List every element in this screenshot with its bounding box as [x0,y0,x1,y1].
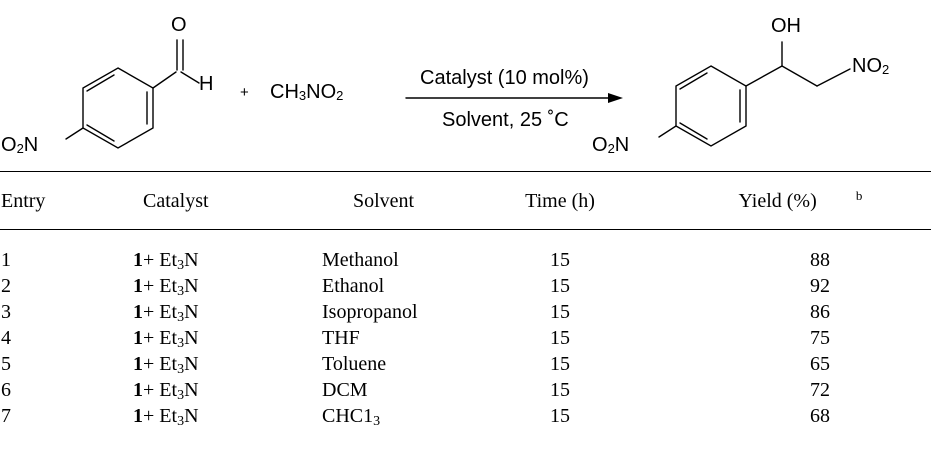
aldehyde-o-label: O [171,14,187,36]
row-2-solvent: Ethanol [322,275,385,297]
aldehyde-bond [152,71,177,89]
product-no2-bond [816,68,851,87]
reactant-nitro-label: O2N [1,134,39,156]
row-2-entry: 2 [1,275,11,297]
row-4-solvent: THF [322,327,360,349]
row-6-solvent: DCM [322,379,368,401]
row-4-entry: 4 [1,327,11,349]
reactant-benzene-ring [82,67,154,149]
row-1-entry: 1 [1,249,11,271]
row-6-catalyst: 1+ Et3N [133,379,199,403]
product-oh-label: OH [771,15,801,37]
aldehyde-h-bond [180,71,200,84]
scheme-bonds [65,39,851,149]
arrow-condition-solvent: Solvent, 25 ˚C [442,109,569,131]
product-nitro-bond [658,125,677,138]
product-sidechain-bond-2 [781,65,818,87]
product-benzene-ring [675,65,747,147]
row-6-entry: 6 [1,379,11,401]
table-header-rule [0,229,931,230]
optimization-table: Entry Catalyst Solvent Time (h) Yield (%… [0,170,933,453]
row-1-solvent: Methanol [322,249,399,271]
row-2-catalyst: 1+ Et3N [133,275,199,299]
plus-sign: + [240,84,249,101]
row-4-catalyst: 1+ Et3N [133,327,199,351]
product-nitro-label: O2N [592,134,630,156]
row-3-entry: 3 [1,301,11,323]
row-5-solvent: Toluene [322,353,387,375]
row-1-catalyst: 1+ Et3N [133,249,199,273]
table-top-rule [0,171,931,172]
product-sidechain-bond-1 [745,65,783,87]
nitromethane-label: CH3NO2 [270,81,344,103]
row-5-entry: 5 [1,353,11,375]
header-catalyst: Catalyst [143,190,209,212]
arrow-condition-catalyst: Catalyst (10 mol%) [420,67,589,89]
row-7-catalyst: 1+ Et3N [133,405,199,429]
product-no2-label: NO2 [852,55,890,77]
header-entry: Entry [1,190,46,212]
reactant-nitro-bond [65,127,84,140]
reaction-arrow-head [608,93,623,103]
row-7-entry: 7 [1,405,11,427]
row-3-catalyst: 1+ Et3N [133,301,199,325]
row-7-solvent: CHC13 [322,405,381,429]
row-3-solvent: Isopropanol [322,301,418,323]
row-5-catalyst: 1+ Et3N [133,353,199,377]
header-solvent: Solvent [353,190,415,212]
aldehyde-h-label: H [199,73,214,95]
reaction-scheme: O H O2N + CH3NO2 Catalyst (10 mol%) Solv… [0,0,933,170]
